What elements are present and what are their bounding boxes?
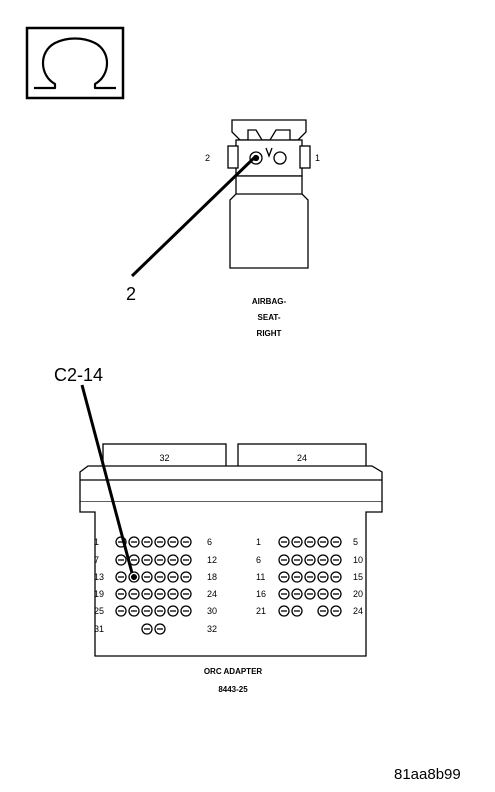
- left-row-4-start: 19: [94, 589, 105, 599]
- right-row-4-start: 16: [256, 589, 267, 599]
- orc-pin-right: [317, 571, 329, 583]
- orc-pin-left: [154, 623, 166, 635]
- left-row-5-start: 25: [94, 606, 105, 616]
- left-row-2-start: 7: [94, 555, 100, 565]
- callout-leader-c2-14: [80, 384, 134, 574]
- orc-pin-left: [141, 623, 153, 635]
- orc-pin-left: [141, 571, 153, 583]
- orc-pin-left: [180, 605, 192, 617]
- orc-pin-left: [180, 588, 192, 600]
- left-row-6-end: 32: [207, 624, 218, 634]
- right-row-1-end: 5: [353, 537, 359, 547]
- orc-pin-left: [115, 605, 127, 617]
- right-row-2-start: 6: [256, 555, 262, 565]
- tab-label-24: 24: [296, 453, 307, 463]
- orc-pin-left: [115, 571, 127, 583]
- airbag-pin-label-2: 2: [205, 153, 211, 163]
- orc-pin-right: [278, 605, 290, 617]
- orc-adapter-part-number: 8443-25: [218, 685, 248, 694]
- airbag-pin-label-1: 1: [315, 153, 321, 163]
- orc-pin-right: [291, 554, 303, 566]
- orc-pin-right: [291, 605, 303, 617]
- right-row-1-start: 1: [256, 537, 262, 547]
- orc-pin-left: [154, 554, 166, 566]
- callout-leader-pin-2: [130, 156, 256, 278]
- orc-pin-right: [317, 536, 329, 548]
- orc-pin-right: [304, 536, 316, 548]
- orc-pin-left: [115, 588, 127, 600]
- left-row-4-end: 24: [207, 589, 218, 599]
- orc-pin-left: [141, 536, 153, 548]
- orc-pin-left: [180, 536, 192, 548]
- orc-pin-c2-14-highlight: [131, 574, 137, 580]
- orc-pin-left: [141, 588, 153, 600]
- left-row-5-end: 30: [207, 606, 218, 616]
- orc-pin-left: [154, 571, 166, 583]
- orc-pin-left: [128, 588, 140, 600]
- orc-pin-left: [115, 554, 127, 566]
- orc-pin-right: [330, 536, 342, 548]
- orc-pin-left: [167, 554, 179, 566]
- left-row-2-end: 12: [207, 555, 218, 565]
- right-row-2-end: 10: [353, 555, 364, 565]
- right-row-5-end: 24: [353, 606, 364, 616]
- tab-label-32: 32: [159, 453, 170, 463]
- orc-pin-right: [330, 588, 342, 600]
- orc-pin-left: [180, 554, 192, 566]
- right-row-4-end: 20: [353, 589, 364, 599]
- orc-pin-right: [278, 571, 290, 583]
- right-row-3-end: 15: [353, 572, 364, 582]
- left-row-1-end: 6: [207, 537, 213, 547]
- orc-adapter-pin-grid: [115, 536, 342, 635]
- orc-pin-right: [304, 554, 316, 566]
- airbag-caption-line-3: RIGHT: [256, 329, 282, 338]
- left-row-3-end: 18: [207, 572, 218, 582]
- orc-pin-right: [317, 554, 329, 566]
- orc-pin-left: [167, 588, 179, 600]
- orc-adapter-caption: ORC ADAPTER: [203, 667, 263, 676]
- callout-pin-2: 2: [126, 284, 137, 304]
- orc-pin-right: [304, 588, 316, 600]
- orc-pin-left: [167, 605, 179, 617]
- left-row-3-start: 13: [94, 572, 105, 582]
- right-row-3-start: 11: [256, 572, 266, 582]
- orc-pin-left: [128, 536, 140, 548]
- orc-pin-right: [330, 554, 342, 566]
- orc-pin-left: [141, 554, 153, 566]
- orc-pin-right: [291, 571, 303, 583]
- orc-pin-right: [278, 588, 290, 600]
- orc-pin-left: [180, 571, 192, 583]
- ohmmeter-icon: [25, 26, 125, 100]
- left-row-1-start: 1: [94, 537, 100, 547]
- orc-pin-left: [128, 605, 140, 617]
- orc-pin-right: [330, 571, 342, 583]
- orc-pin-right: [291, 536, 303, 548]
- orc-pin-left: [154, 605, 166, 617]
- orc-pin-right: [317, 588, 329, 600]
- orc-pin-left: [154, 536, 166, 548]
- airbag-caption-line-1: AIRBAG-: [251, 297, 287, 306]
- orc-pin-left: [167, 571, 179, 583]
- orc-pin-left: [154, 588, 166, 600]
- orc-pin-left: [141, 605, 153, 617]
- airbag-caption-line-2: SEAT-: [257, 313, 281, 322]
- airbag-seat-connector: [227, 119, 311, 269]
- orc-pin-right: [291, 588, 303, 600]
- callout-c2-14: C2-14: [54, 365, 104, 385]
- orc-pin-left: [167, 536, 179, 548]
- figure-id: 81aa8b99: [394, 766, 461, 783]
- right-row-5-start: 21: [256, 606, 267, 616]
- left-row-6-start: 31: [94, 624, 105, 634]
- orc-pin-right: [304, 571, 316, 583]
- orc-pin-right: [278, 554, 290, 566]
- orc-pin-right: [330, 605, 342, 617]
- orc-pin-right: [317, 605, 329, 617]
- orc-pin-right: [278, 536, 290, 548]
